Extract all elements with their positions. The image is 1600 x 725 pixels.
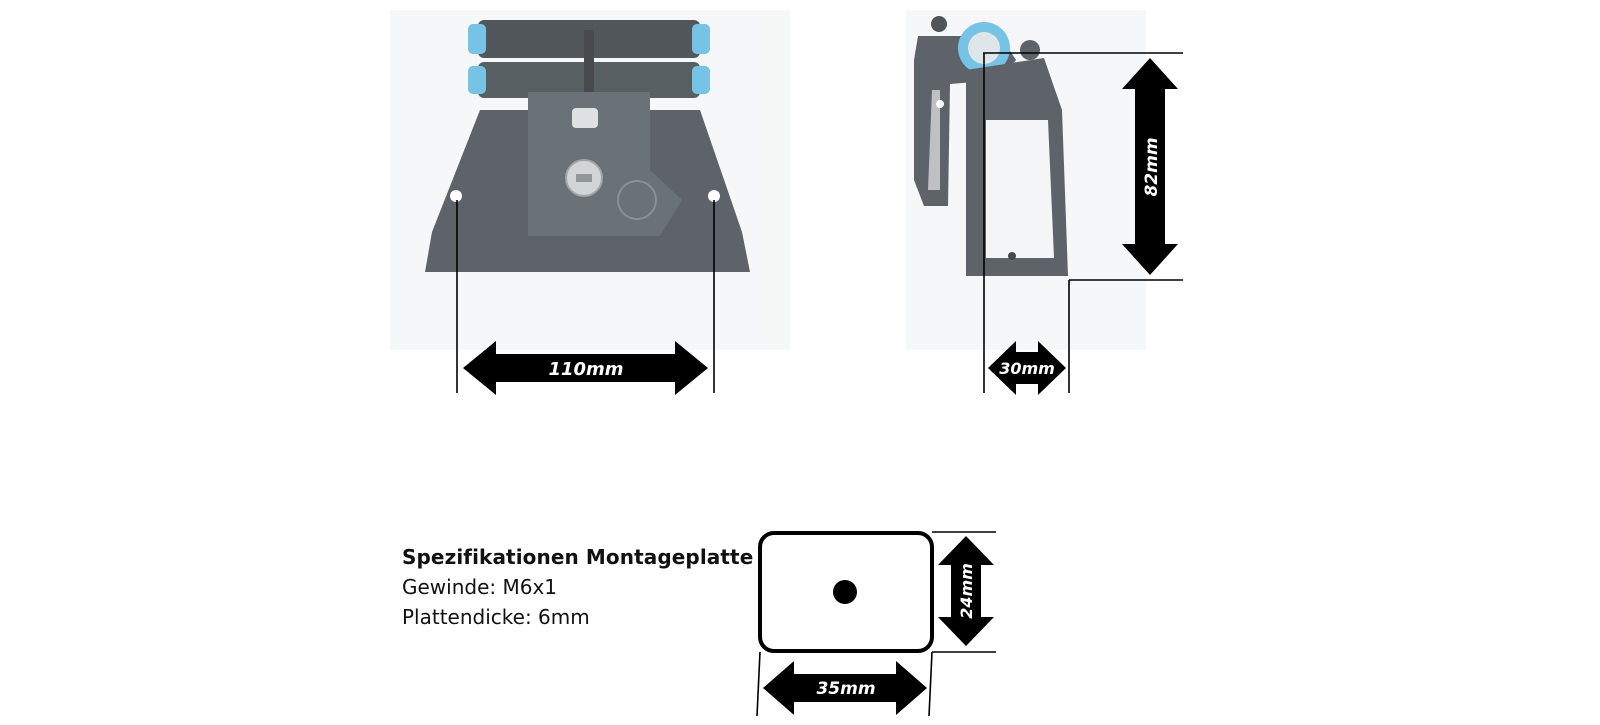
dimension-arrow-30mm: 30mm — [988, 341, 1066, 395]
mount-front-view — [390, 10, 790, 350]
dimension-label-height: 82mm — [1142, 137, 1162, 196]
plate-specifications: Spezifikationen Montageplatte Gewinde: M… — [402, 542, 753, 632]
spec-thickness: Plattendicke: 6mm — [402, 605, 590, 629]
spec-title: Spezifikationen Montageplatte — [402, 545, 754, 569]
dimension-label-plate-height: 24mm — [957, 563, 976, 619]
mount-side-view — [906, 10, 1146, 350]
dimension-arrow-35mm: 35mm — [763, 661, 927, 715]
plate-extension-left — [756, 651, 761, 717]
dimension-label-depth: 30mm — [999, 359, 1055, 378]
dimension-arrow-82mm: 82mm — [1122, 58, 1178, 275]
plate-thread-hole — [833, 580, 857, 604]
dimension-arrow-110mm: 110mm — [463, 341, 708, 395]
dimension-label-width: 110mm — [548, 359, 623, 380]
mounting-plate — [758, 531, 934, 653]
dimension-arrow-24mm: 24mm — [938, 536, 994, 646]
spec-thread: Gewinde: M6x1 — [402, 575, 558, 599]
dimension-label-plate-width: 35mm — [816, 679, 875, 699]
plate-extension-right — [928, 651, 933, 717]
